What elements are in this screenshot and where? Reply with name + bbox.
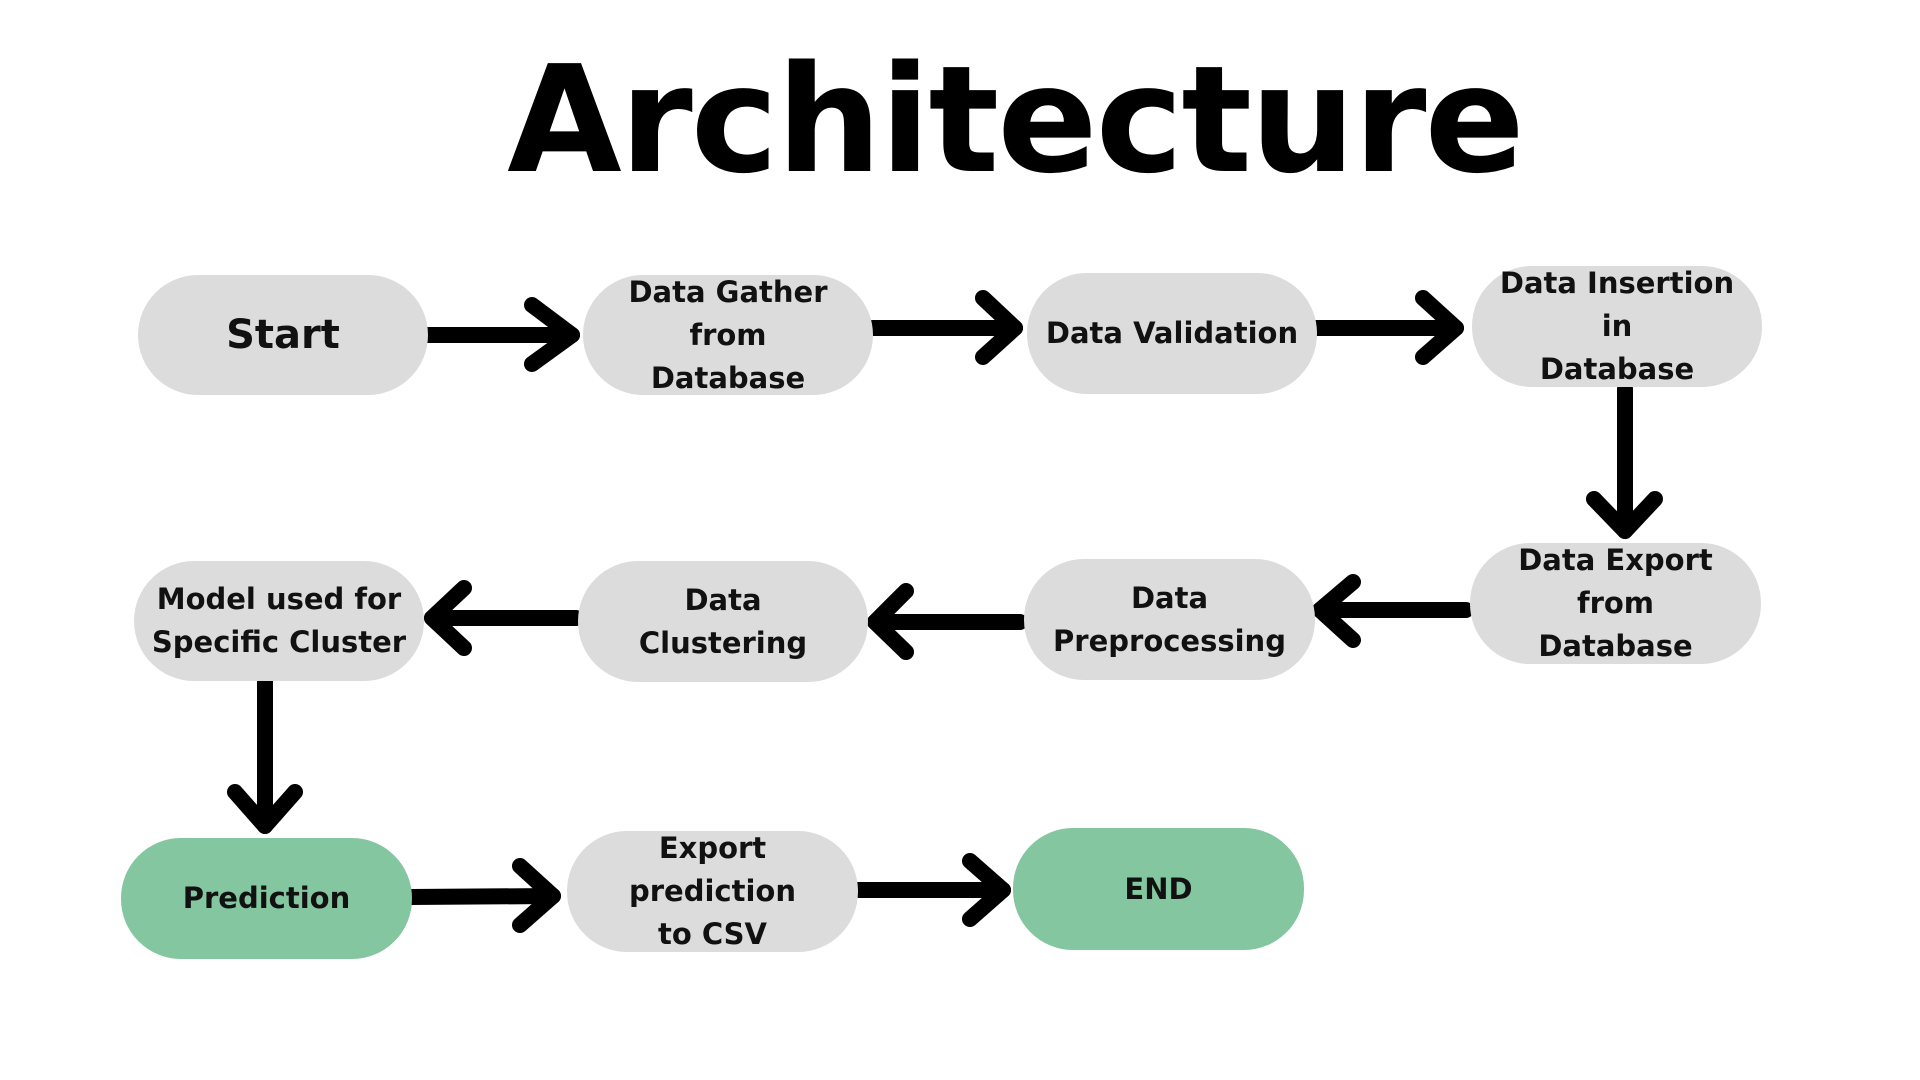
arrow-data-preprocessing-to-data-clustering xyxy=(867,583,1028,660)
node-label: Export prediction to CSV xyxy=(629,831,796,951)
arrow-data-insertion-to-data-export xyxy=(1586,381,1663,539)
node-model-cluster: Model used for Specific Cluster xyxy=(134,561,424,681)
arrow-export-csv-to-end xyxy=(849,853,1011,927)
node-label: Data Preprocessing xyxy=(1053,580,1286,658)
arrow-data-clustering-to-model-cluster xyxy=(424,580,584,656)
arrow-start-to-data-gather xyxy=(420,297,580,372)
node-data-export: Data Export from Database xyxy=(1470,543,1761,664)
node-data-insertion: Data Insertion in Database xyxy=(1472,266,1762,387)
node-label: Start xyxy=(226,312,340,358)
node-label: END xyxy=(1124,871,1193,906)
node-data-preprocessing: Data Preprocessing xyxy=(1024,559,1315,680)
node-label: Model used for Specific Cluster xyxy=(151,582,407,659)
arrow-data-gather-to-data-validation xyxy=(865,290,1023,365)
node-label: Data Validation xyxy=(1045,316,1299,350)
arrow-model-cluster-to-prediction xyxy=(227,672,303,834)
node-prediction: Prediction xyxy=(121,838,412,959)
node-label: Data Gather from Database xyxy=(628,274,828,395)
node-end: END xyxy=(1013,828,1304,950)
node-export-csv: Export prediction to CSV xyxy=(567,831,858,952)
node-label: Prediction xyxy=(182,881,351,915)
arrow-data-export-to-data-preprocessing xyxy=(1312,574,1474,648)
node-data-validation: Data Validation xyxy=(1027,273,1317,394)
node-start: Start xyxy=(138,275,428,395)
arrow-prediction-to-export-csv xyxy=(402,858,561,933)
node-label: Data Clustering xyxy=(638,582,808,660)
arrow-data-validation-to-data-insertion xyxy=(1307,290,1464,365)
node-data-gather: Data Gather from Database xyxy=(583,275,873,395)
node-label: Data Insertion in Database xyxy=(1499,266,1735,386)
diagram-title: Architecture xyxy=(507,34,1525,206)
node-data-clustering: Data Clustering xyxy=(578,561,868,682)
node-label: Data Export from Database xyxy=(1518,543,1713,663)
